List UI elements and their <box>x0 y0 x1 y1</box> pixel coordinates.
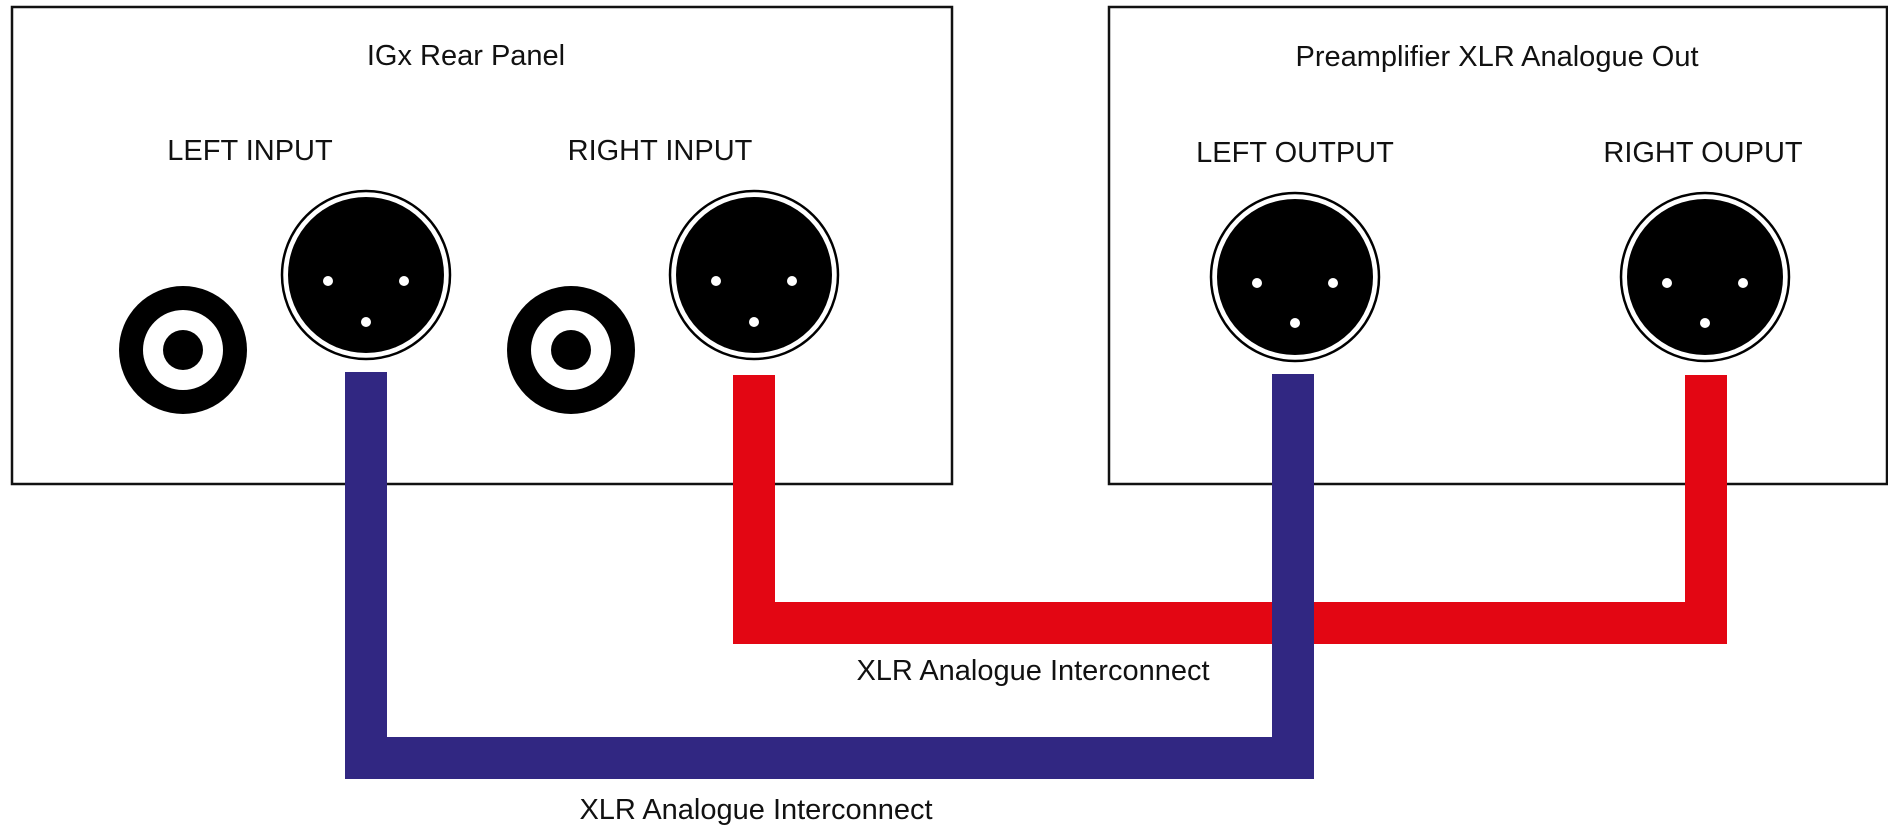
igx-rear-panel-title: IGx Rear Panel <box>367 40 565 72</box>
left-output-label: LEFT OUTPUT <box>1196 137 1394 169</box>
right-input-xlr-socket-icon <box>668 189 840 361</box>
left-input-label: LEFT INPUT <box>167 135 333 167</box>
red-cable-path <box>733 375 1727 644</box>
preamplifier-panel-outline <box>1107 5 1888 486</box>
igx-rear-panel: IGx Rear Panel LEFT INPUT RIGHT INPUT <box>10 5 954 486</box>
red-xlr-cable <box>733 375 1727 644</box>
igx-rear-panel-outline <box>10 5 954 486</box>
blue-cable-label: XLR Analogue Interconnect <box>579 794 932 826</box>
red-cable-label: XLR Analogue Interconnect <box>856 655 1209 687</box>
right-input-label: RIGHT INPUT <box>568 135 753 167</box>
preamplifier-panel-title: Preamplifier XLR Analogue Out <box>1296 41 1699 73</box>
right-output-xlr-socket-icon <box>1619 191 1791 363</box>
left-output-xlr-socket-icon <box>1209 191 1381 363</box>
preamplifier-panel: Preamplifier XLR Analogue Out LEFT OUTPU… <box>1107 5 1888 486</box>
blue-xlr-cable <box>345 372 1314 779</box>
left-input-xlr-socket-icon <box>280 189 452 361</box>
right-output-label: RIGHT OUPUT <box>1603 137 1803 169</box>
left-rca-jack-icon <box>119 286 247 414</box>
blue-cable-path <box>345 372 1314 779</box>
right-rca-jack-icon <box>507 286 635 414</box>
